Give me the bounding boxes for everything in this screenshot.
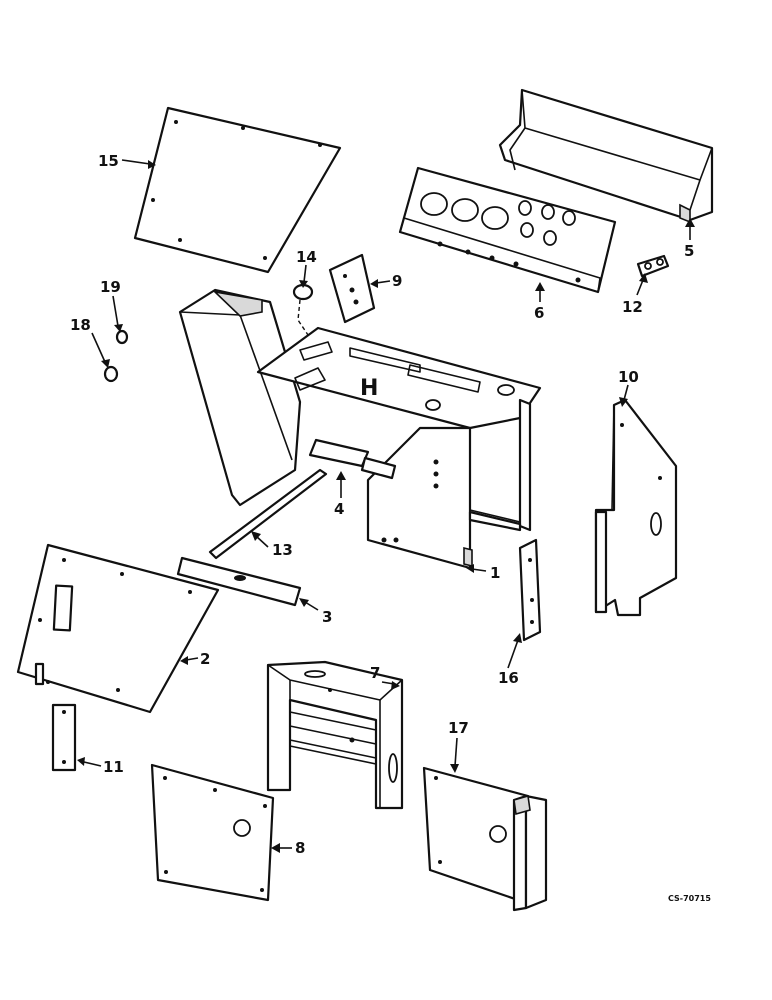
callout-14: 14 bbox=[296, 248, 317, 266]
callout-labels: 15 5 6 9 12 14 19 18 10 4 13 1 3 2 16 7 … bbox=[70, 152, 711, 903]
part-18-nut bbox=[103, 365, 119, 383]
part-6-gauge-panel bbox=[398, 166, 617, 294]
callout-10: 10 bbox=[618, 368, 639, 386]
part-7-frame bbox=[266, 660, 404, 810]
part-12-clip bbox=[636, 254, 670, 278]
svg-text:H: H bbox=[360, 376, 378, 401]
callout-17: 17 bbox=[448, 719, 469, 737]
callout-7: 7 bbox=[370, 664, 380, 682]
part-15-cover-panel bbox=[133, 106, 342, 274]
callout-16: 16 bbox=[498, 669, 519, 687]
callout-12: 12 bbox=[622, 298, 643, 316]
part-17-side-panel bbox=[422, 766, 548, 912]
callout-8: 8 bbox=[295, 839, 305, 857]
part-3-bar bbox=[176, 556, 302, 607]
callout-19: 19 bbox=[100, 278, 121, 296]
part-2-lower-panel bbox=[16, 543, 220, 714]
part-8-lower-panel bbox=[150, 763, 275, 902]
part-4-angle-bracket bbox=[308, 438, 397, 480]
callout-2: 2 bbox=[200, 650, 210, 668]
callout-11: 11 bbox=[103, 758, 124, 776]
callout-18: 18 bbox=[70, 316, 91, 334]
callout-13: 13 bbox=[272, 541, 293, 559]
callout-4: 4 bbox=[334, 500, 344, 518]
callout-5: 5 bbox=[684, 242, 694, 260]
drawing-code: CS-70715 bbox=[668, 894, 711, 903]
part-10-side-panel bbox=[594, 398, 678, 617]
part-5-top-bracket bbox=[498, 88, 714, 224]
callout-9: 9 bbox=[392, 272, 402, 290]
callout-3: 3 bbox=[322, 608, 332, 626]
part-9-bracket-plate bbox=[328, 253, 376, 324]
part-1-console-frame: H bbox=[178, 288, 542, 570]
leader-lines bbox=[77, 159, 695, 853]
part-16-narrow-bracket bbox=[518, 538, 542, 642]
part-13-rail bbox=[208, 468, 328, 560]
callout-6: 6 bbox=[534, 304, 544, 322]
callout-15: 15 bbox=[98, 152, 119, 170]
callout-1: 1 bbox=[490, 564, 500, 582]
part-11-small-plate bbox=[51, 703, 77, 772]
part-19-ring bbox=[115, 329, 129, 345]
